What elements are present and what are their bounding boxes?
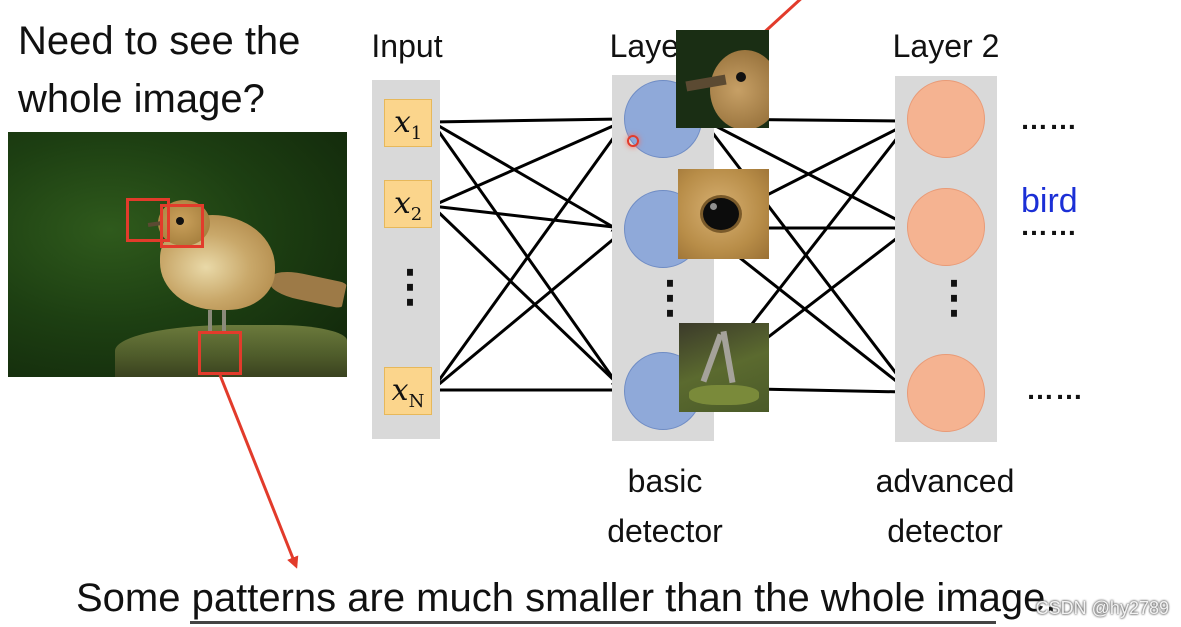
cursor-indicator — [627, 135, 639, 147]
input-label: Input — [371, 28, 443, 64]
layer2-node-2 — [907, 188, 985, 266]
eye-crop-glint — [710, 203, 717, 210]
advanced-detector-line2: detector — [887, 513, 1003, 549]
input-x1-sub: 1 — [410, 123, 423, 144]
bird-output-label: bird — [1021, 182, 1078, 220]
question-text: Need to see the whole image? — [18, 12, 300, 128]
output-ellipsis-2: …… — [1020, 210, 1078, 241]
bird-eye-shape — [176, 217, 184, 225]
watermark-text: CSDN @hy2789 — [1035, 598, 1169, 618]
layer2-ellipsis: ⋮ — [932, 273, 976, 322]
layer1-ellipsis: ⋮ — [648, 273, 692, 322]
advanced-detector-caption: advanced detector — [855, 456, 1035, 556]
eye-highlight-box — [160, 204, 204, 248]
basic-detector-caption: basic detector — [580, 456, 750, 556]
input-x1: x1 — [384, 99, 432, 147]
bottom-caption: Some patterns are much smaller than the … — [76, 576, 1057, 620]
input-xN-sub: N — [408, 391, 425, 412]
claw-highlight-box — [198, 331, 242, 375]
output-ellipsis-3: …… — [1026, 374, 1084, 405]
bird-leg-shape — [222, 310, 226, 332]
basic-detector-line1: basic — [627, 463, 703, 499]
question-line-1: Need to see the — [18, 19, 301, 63]
claw-crop-leg — [700, 333, 724, 383]
layer2-label: Layer 2 — [892, 28, 1000, 64]
output-ellipsis-1: …… — [1020, 104, 1078, 135]
beak-crop-eye — [736, 72, 746, 82]
beak-crop-image — [676, 30, 769, 128]
beak-crop-head — [710, 50, 769, 128]
claw-crop-leg — [720, 330, 736, 384]
red-arrow-down — [218, 374, 299, 569]
question-line-2: whole image? — [18, 77, 265, 121]
input-xN-var: x — [391, 373, 409, 408]
eye-crop-image — [678, 169, 769, 259]
layer2-node-1 — [907, 80, 985, 158]
input-x2: x2 — [384, 180, 432, 228]
input-to-layer1-edges — [430, 114, 624, 395]
claw-crop-image — [679, 323, 769, 412]
bird-leg-shape — [208, 310, 212, 332]
input-x2-var: x — [393, 186, 411, 221]
beak-highlight-box — [126, 198, 170, 242]
input-x2-sub: 2 — [410, 204, 423, 225]
basic-detector-line2: detector — [607, 513, 723, 549]
advanced-detector-line1: advanced — [875, 463, 1015, 499]
eye-crop-eye — [700, 195, 742, 233]
layer2-node-3 — [907, 354, 985, 432]
caption-underline — [190, 621, 996, 624]
input-x1-var: x — [393, 105, 411, 140]
input-ellipsis: ⋮ — [388, 262, 432, 311]
input-xN: xN — [384, 367, 432, 415]
claw-crop-moss — [689, 385, 759, 405]
